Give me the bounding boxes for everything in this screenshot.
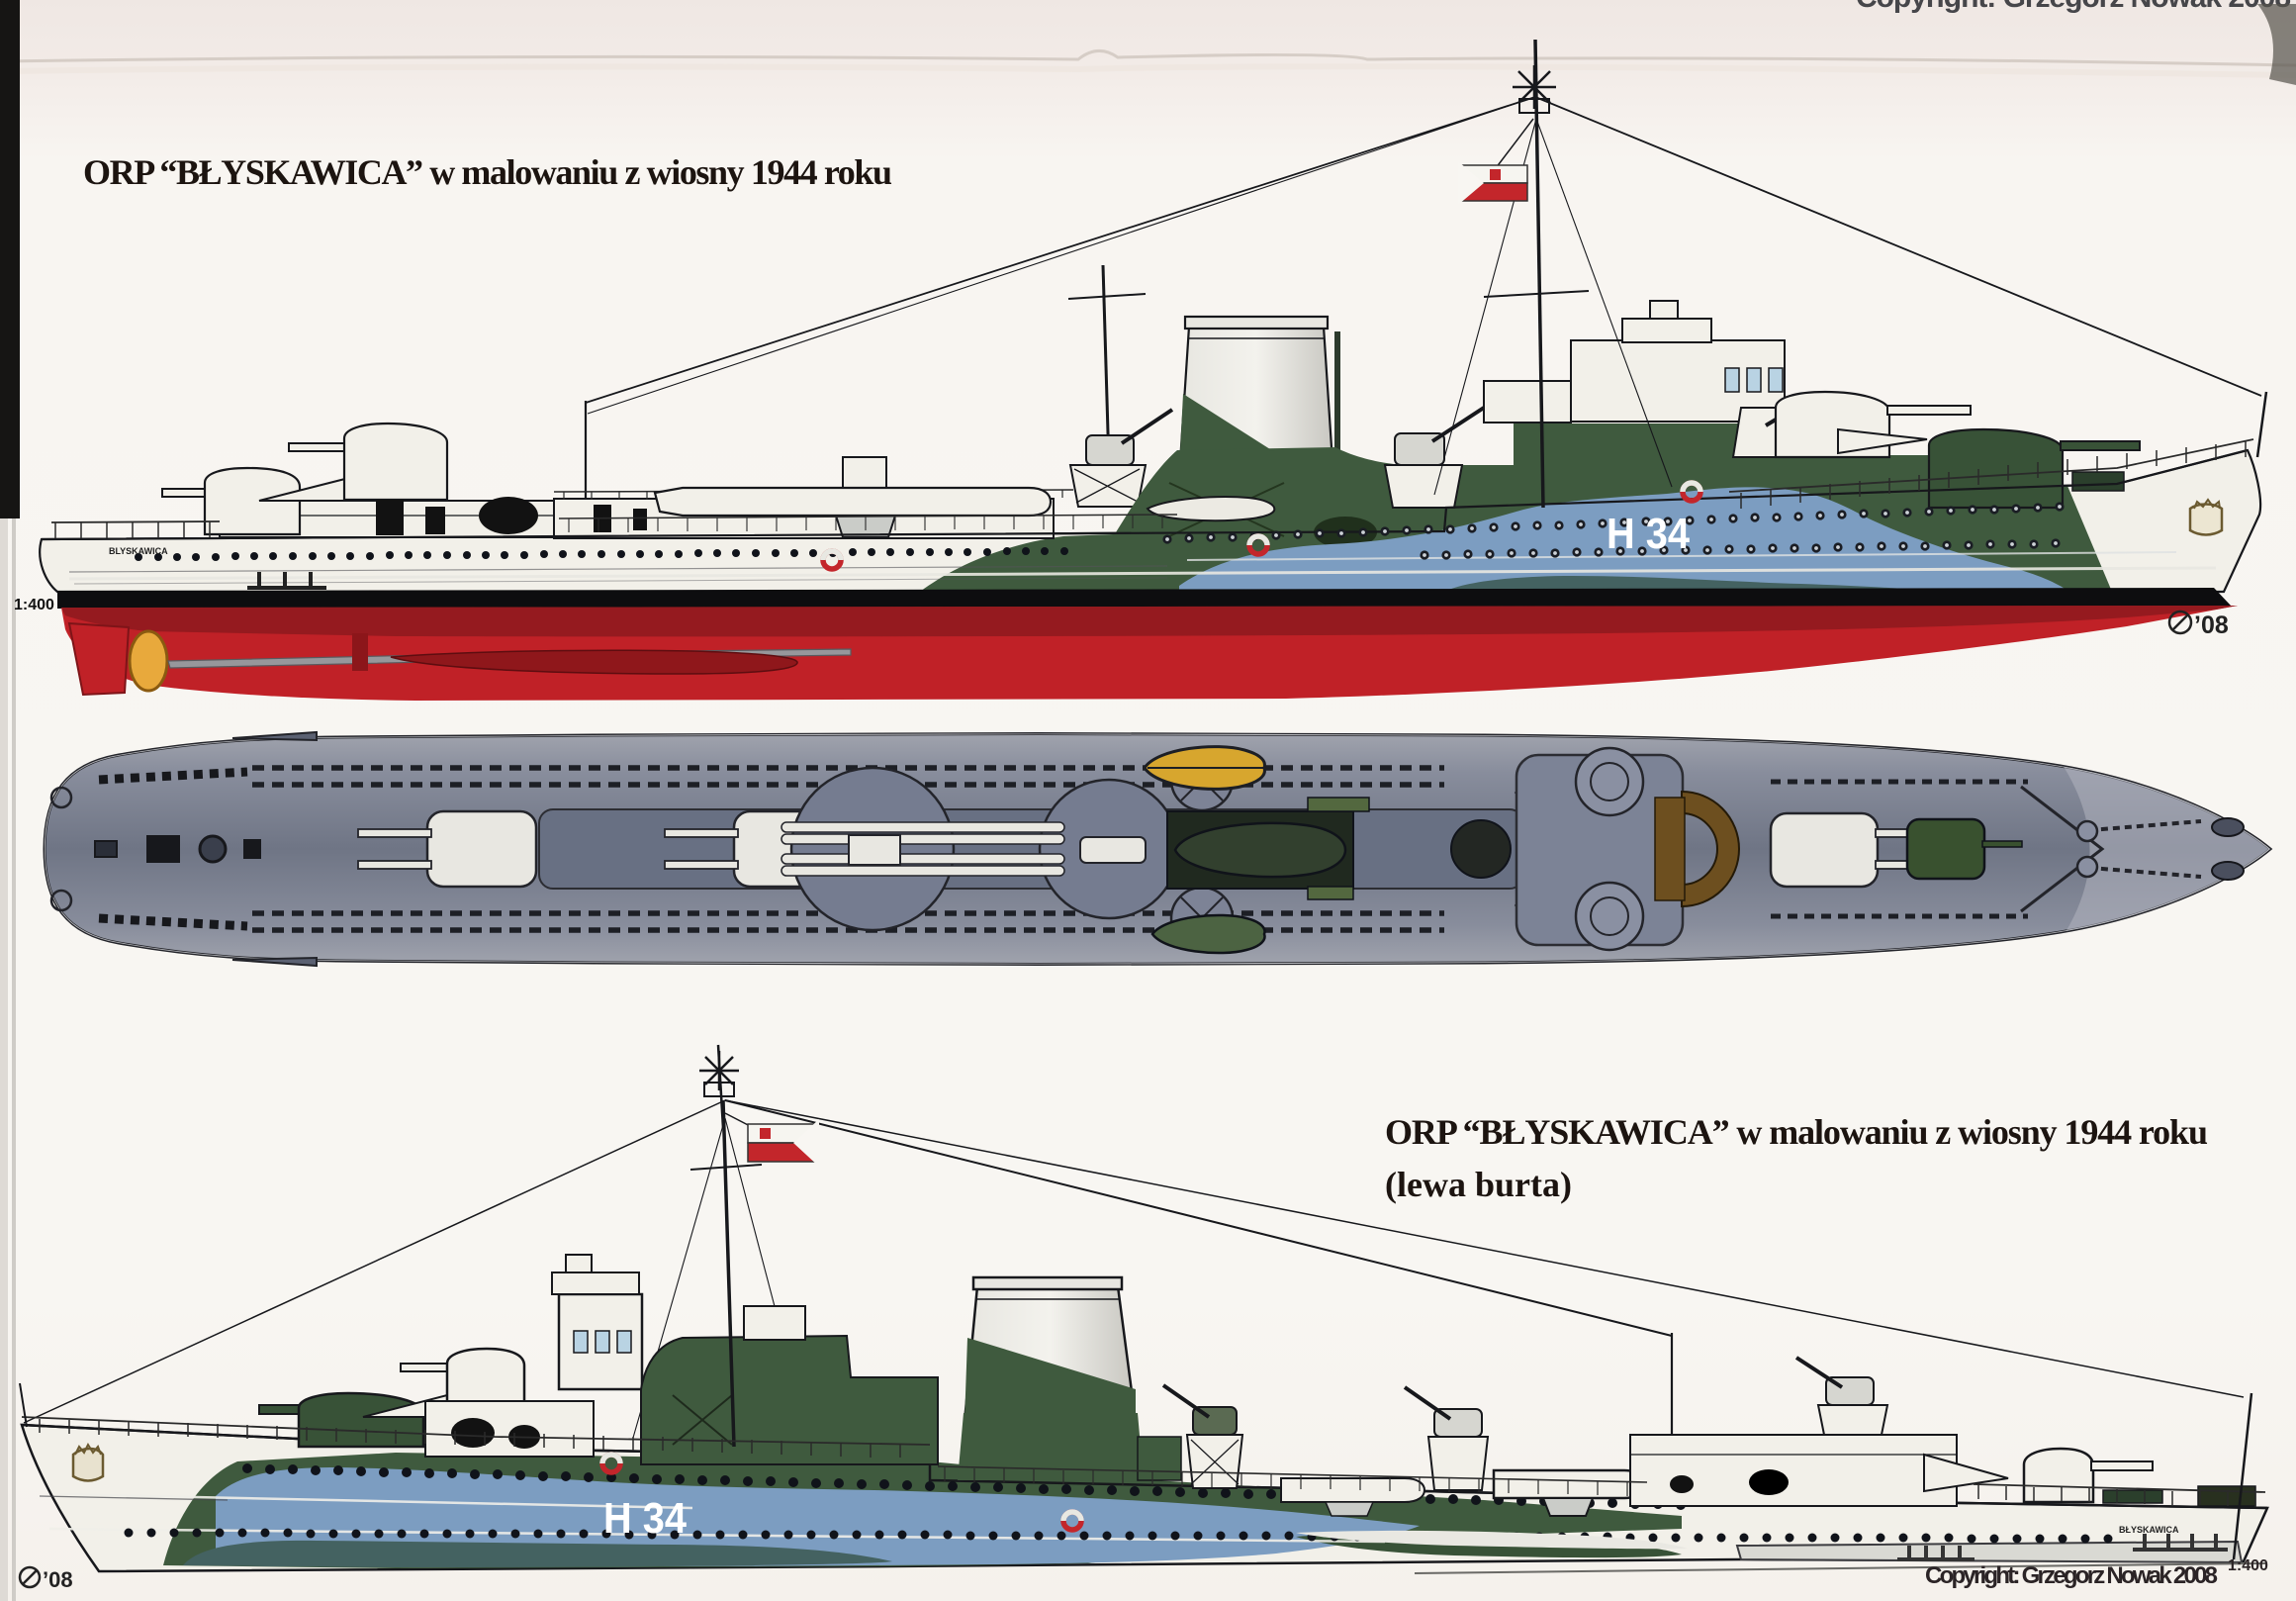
svg-text:Copyright: Grzegorz Nowak 2008: Copyright: Grzegorz Nowak 2008: [1925, 1562, 2218, 1589]
svg-text:ORP “BŁYSKAWICA” w malowaniu z: ORP “BŁYSKAWICA” w malowaniu z wiosny 19…: [1385, 1112, 2208, 1152]
svg-text:Copyright: Grzegorz Nowak 2008: Copyright: Grzegorz Nowak 2008: [1856, 0, 2291, 14]
svg-text:ORP “BŁYSKAWICA” w malowaniu z: ORP “BŁYSKAWICA” w malowaniu z wiosny 19…: [83, 152, 892, 192]
svg-text:1:400: 1:400: [14, 597, 54, 613]
svg-text:’08: ’08: [43, 1567, 73, 1592]
svg-text:BLYSKAWICA: BLYSKAWICA: [109, 546, 168, 556]
svg-text:(lewa burta): (lewa burta): [1385, 1165, 1572, 1204]
svg-text:H 34: H 34: [603, 1494, 687, 1543]
svg-text:’08: ’08: [2194, 612, 2229, 639]
svg-text:BŁYSKAWICA: BŁYSKAWICA: [2119, 1525, 2179, 1535]
svg-text:H 34: H 34: [1607, 510, 1690, 558]
svg-text:1:400: 1:400: [2228, 1557, 2268, 1574]
